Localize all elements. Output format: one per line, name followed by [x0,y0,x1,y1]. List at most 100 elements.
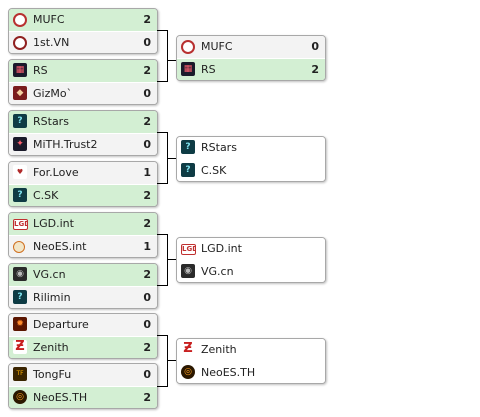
team-row[interactable]: ▦ RS 2 [9,60,157,82]
team-row[interactable]: ? C.SK [177,159,325,181]
team-row[interactable]: ✹ Departure 0 [9,314,157,336]
forlove-logo-icon: ♥ [13,165,27,179]
zenith-logo-icon: Ƶ [13,340,27,354]
firstvn-logo-icon [13,36,27,50]
team-row[interactable]: ◎ NeoES.TH 2 [9,386,157,408]
team-score: 2 [143,13,151,26]
team-row[interactable]: LGD LGD.int 2 [9,213,157,235]
team-row[interactable]: ✦ MiTH.Trust2 0 [9,133,157,155]
team-row[interactable]: ? Rilimin 0 [9,286,157,308]
match-r1-6[interactable]: ◉ VG.cn 2 ? Rilimin 0 [8,263,158,309]
match-r1-1[interactable]: MUFC 2 1st.VN 0 [8,8,158,54]
bracket-connector-stub [167,360,176,361]
mith-logo-icon: ✦ [13,137,27,151]
team-name: C.SK [201,164,227,177]
team-row[interactable]: ◉ VG.cn 2 [9,264,157,286]
bracket-connector-stub [167,60,176,61]
team-score: 2 [143,189,151,202]
team-name: For.Love [33,166,79,179]
neoesth-logo-icon: ◎ [181,365,195,379]
team-score: 1 [143,166,151,179]
zenith-logo-icon: Ƶ [181,342,195,356]
team-row[interactable]: Ƶ Zenith [177,339,325,361]
team-name: VG.cn [201,265,234,278]
team-row[interactable]: ◉ VG.cn [177,260,325,282]
team-score: 0 [143,36,151,49]
team-name: NeoES.TH [201,366,256,379]
unknown-logo-icon: ? [13,188,27,202]
rs-logo-icon: ▦ [181,62,195,76]
team-score: 1 [143,240,151,253]
team-name: RStars [201,141,237,154]
vg-logo-icon: ◉ [181,264,195,278]
team-row[interactable]: ◎ NeoES.TH [177,361,325,383]
match-r1-4[interactable]: ♥ For.Love 1 ? C.SK 2 [8,161,158,207]
team-row[interactable]: 1st.VN 0 [9,31,157,53]
unknown-logo-icon: ? [13,290,27,304]
team-row[interactable]: TF TongFu 0 [9,364,157,386]
team-name: Zenith [201,343,237,356]
mufc-logo-icon [181,40,195,54]
match-r2-2[interactable]: ? RStars ? C.SK [176,136,326,182]
team-row[interactable]: NeoES.int 1 [9,235,157,257]
match-r1-8[interactable]: TF TongFu 0 ◎ NeoES.TH 2 [8,363,158,409]
bracket-connector [157,30,168,82]
team-score: 0 [143,291,151,304]
team-row[interactable]: ? C.SK 2 [9,184,157,206]
unknown-logo-icon: ? [13,114,27,128]
unknown-logo-icon: ? [181,163,195,177]
team-score: 2 [143,217,151,230]
team-row[interactable]: Ƶ Zenith 2 [9,336,157,358]
team-score: 0 [143,87,151,100]
match-r1-5[interactable]: LGD LGD.int 2 NeoES.int 1 [8,212,158,258]
team-row[interactable]: MUFC 2 [9,9,157,31]
match-r1-7[interactable]: ✹ Departure 0 Ƶ Zenith 2 [8,313,158,359]
unknown-logo-icon: ? [181,140,195,154]
team-row[interactable]: MUFC 0 [177,36,325,58]
vg-logo-icon: ◉ [13,267,27,281]
team-name: TongFu [33,368,72,381]
team-score: 2 [143,64,151,77]
team-score: 2 [143,391,151,404]
team-score: 0 [143,368,151,381]
neoesth-logo-icon: ◎ [13,390,27,404]
team-name: GizMo` [33,87,73,100]
team-row[interactable]: ? RStars [177,137,325,159]
team-score: 0 [143,318,151,331]
match-r1-2[interactable]: ▦ RS 2 ◆ GizMo` 0 [8,59,158,105]
bracket-connector [157,234,168,286]
match-r2-3[interactable]: LGD LGD.int ◉ VG.cn [176,237,326,283]
team-name: Departure [33,318,89,331]
team-name: LGD.int [201,242,242,255]
team-name: RS [33,64,48,77]
neoes-logo-icon [13,241,25,253]
team-row[interactable]: ▦ RS 2 [177,58,325,80]
team-name: C.SK [33,189,59,202]
team-score: 0 [311,40,319,53]
mufc-logo-icon [13,13,27,27]
match-r1-3[interactable]: ? RStars 2 ✦ MiTH.Trust2 0 [8,110,158,156]
lgd-logo-icon: LGD [181,244,196,255]
team-score: 0 [143,138,151,151]
team-name: 1st.VN [33,36,70,49]
team-row[interactable]: ♥ For.Love 1 [9,162,157,184]
departure-logo-icon: ✹ [13,317,27,331]
bracket-connector-stub [167,158,176,159]
lgd-logo-icon: LGD [13,219,28,230]
team-score: 2 [143,341,151,354]
team-name: NeoES.int [33,240,87,253]
team-name: RS [201,63,216,76]
team-row[interactable]: LGD LGD.int [177,238,325,260]
team-name: MUFC [33,13,65,26]
team-score: 2 [311,63,319,76]
team-row[interactable]: ? RStars 2 [9,111,157,133]
team-row[interactable]: ◆ GizMo` 0 [9,82,157,104]
team-score: 2 [143,115,151,128]
match-r2-1[interactable]: MUFC 0 ▦ RS 2 [176,35,326,81]
team-name: LGD.int [33,217,74,230]
bracket-connector-stub [167,259,176,260]
team-name: VG.cn [33,268,66,281]
match-r2-4[interactable]: Ƶ Zenith ◎ NeoES.TH [176,338,326,384]
bracket-connector [157,335,168,387]
team-name: MiTH.Trust2 [33,138,98,151]
